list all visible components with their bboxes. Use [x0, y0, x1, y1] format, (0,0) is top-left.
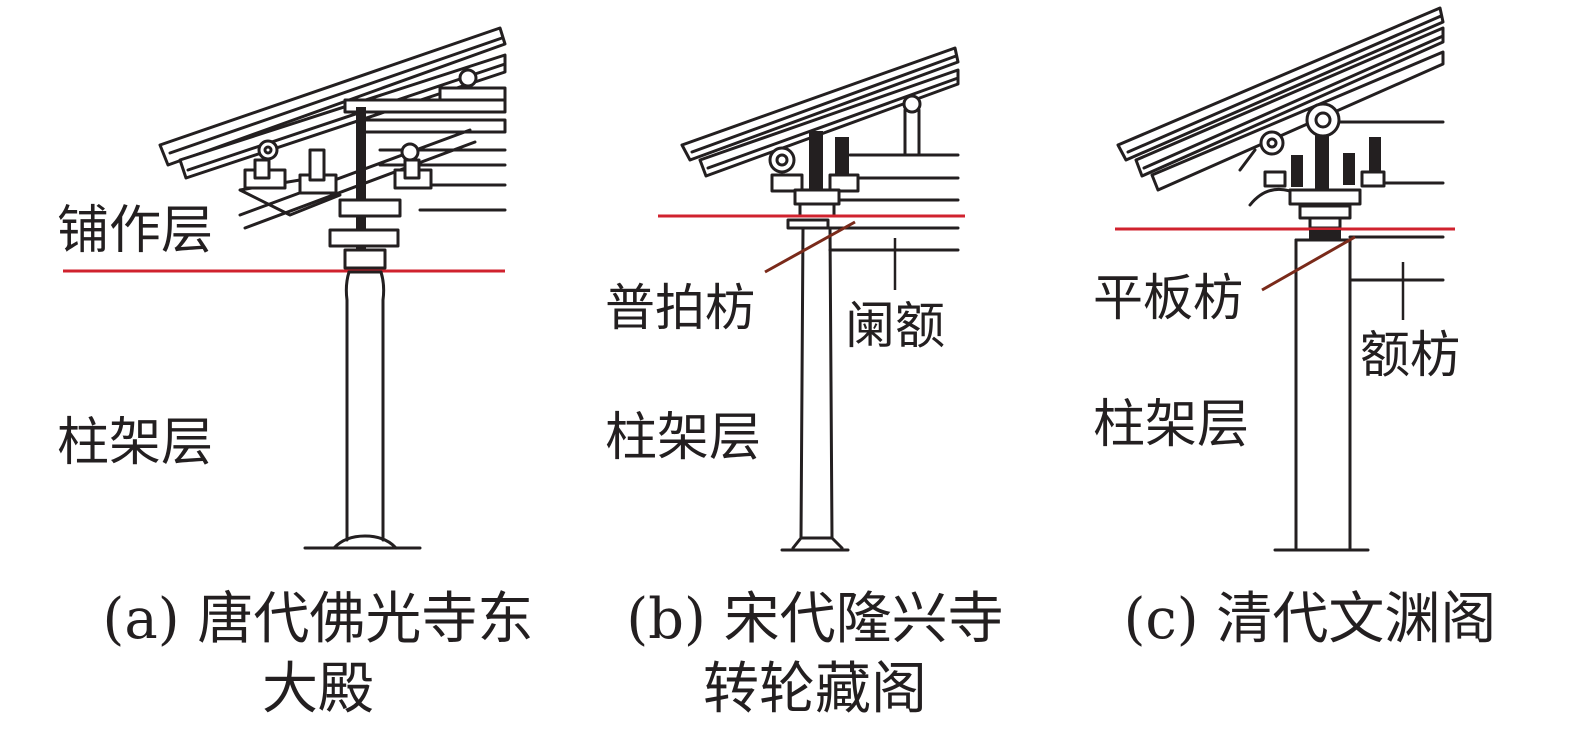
panel-a-bracket-set: [238, 107, 477, 270]
panel-b-label-left: 普拍枋: [605, 279, 755, 337]
panel-b-caption-line1: (b) 宋代隆兴寺: [626, 587, 1003, 652]
panel-c-column: [1273, 230, 1370, 552]
panel-c-leader-left: [1261, 235, 1356, 292]
panel-a-column: [303, 270, 422, 550]
panel-c-label-right: 额枋: [1360, 326, 1460, 384]
panel-b: 普拍枋 阑额 柱架层 (b) 宋代隆兴寺 转轮藏阁: [605, 46, 1004, 722]
panel-c-bracket-set: [1238, 102, 1386, 230]
panel-a-caption-line2: 大殿: [262, 657, 374, 722]
panel-a: 铺作层 柱架层 (a) 唐代佛光寺东 大殿: [57, 26, 534, 722]
panel-b-bracket-set: [768, 131, 860, 218]
panel-c-roof-rafters: [1116, 6, 1445, 192]
panel-b-leader-left: [764, 220, 856, 274]
panel-a-lower-layer-label: 柱架层: [57, 413, 213, 473]
panel-b-beams: [838, 94, 960, 202]
panel-b-roof-rafters: [680, 46, 960, 178]
panel-b-label-right: 阑额: [845, 297, 945, 355]
panel-b-lower-layer-label: 柱架层: [605, 408, 761, 468]
panel-c-caption-line1: (c) 清代文渊阁: [1124, 587, 1497, 652]
panel-a-upper-layer-label: 铺作层: [57, 201, 213, 261]
panel-a-caption-line1: (a) 唐代佛光寺东: [103, 587, 534, 652]
panel-c-label-left: 平板枋: [1093, 269, 1243, 327]
panel-b-caption-line2: 转轮藏阁: [703, 657, 927, 722]
panel-b-column: [780, 218, 960, 552]
panel-c-beams: [1338, 120, 1445, 282]
panel-c-lower-layer-label: 柱架层: [1093, 395, 1249, 455]
panel-c: 平板枋 额枋 柱架层 (c) 清代文渊阁: [1093, 6, 1497, 652]
